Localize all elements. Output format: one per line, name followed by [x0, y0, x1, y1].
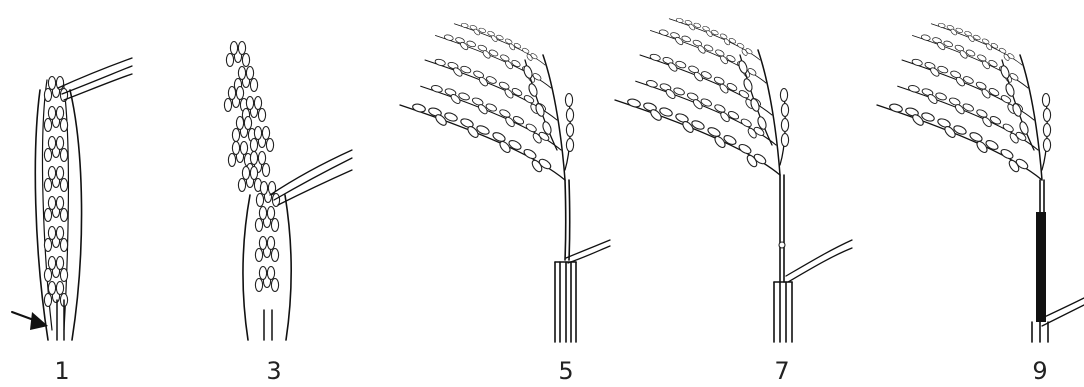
stage-label-1: 1 — [42, 357, 82, 385]
stage-label-3: 3 — [254, 357, 294, 385]
stage-1-drawing — [12, 58, 132, 340]
stage-5-drawing — [400, 23, 610, 342]
stage-9-drawing — [877, 23, 1084, 342]
stage-label-5: 5 — [546, 357, 586, 385]
stage-3-drawing — [224, 42, 352, 341]
stage-7-drawing — [615, 18, 852, 342]
stage-label-7: 7 — [762, 357, 802, 385]
stage-label-9: 9 — [1020, 357, 1060, 385]
